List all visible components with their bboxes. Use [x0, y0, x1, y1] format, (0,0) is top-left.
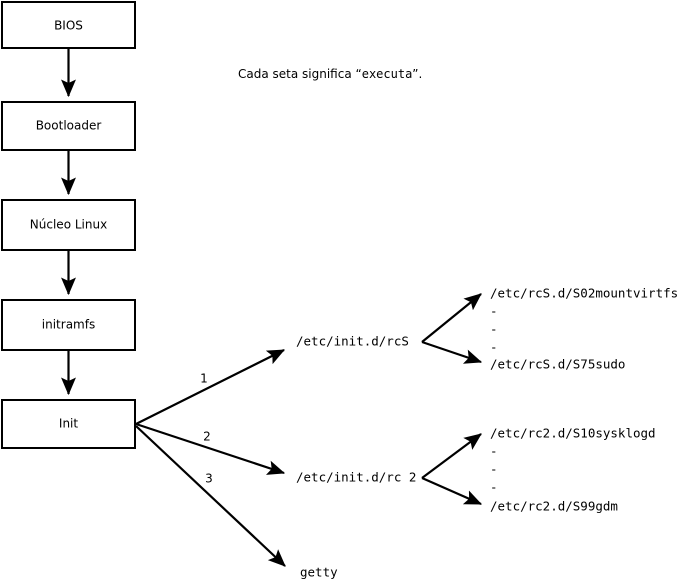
edge-number-1: 1 [200, 372, 208, 386]
arrow-rcs-to-first-script [421, 293, 482, 343]
arrow-rc2-to-last-script [421, 476, 483, 506]
edge-number-3: 3 [205, 472, 213, 486]
node-init-box [1, 399, 136, 449]
diagram-caption: Cada seta significa “executa”. [238, 67, 422, 81]
node-init[interactable]: Init [1, 399, 136, 449]
rcs-script-last[interactable]: /etc/rcS.d/S75sudo [490, 357, 625, 372]
rcs-ellipsis-dash: - [490, 340, 498, 355]
node-bootloader-label: Bootloader [36, 119, 102, 133]
node-initramfs-label: initramfs [42, 318, 95, 332]
node-rcs-label[interactable]: /etc/init.d/rcS [296, 334, 409, 349]
arrow-init-to-rcs [135, 349, 285, 425]
node-bios[interactable]: BIOS [1, 1, 136, 49]
rc2-ellipsis-dash: - [490, 480, 498, 495]
node-bootloader[interactable]: Bootloader [1, 101, 136, 151]
rcs-script-first[interactable]: /etc/rcS.d/S02mountvirtfs [490, 286, 678, 301]
edge-number-2: 2 [203, 430, 211, 444]
rc2-ellipsis-dash: - [490, 462, 498, 477]
node-kernel-label: Núcleo Linux [30, 218, 107, 232]
node-kernel[interactable]: Núcleo Linux [1, 199, 136, 251]
rc2-script-first[interactable]: /etc/rc2.d/S10sysklogd [490, 426, 656, 441]
arrow-init-to-rc2 [135, 422, 286, 475]
node-initramfs-box [1, 299, 136, 351]
node-bootloader-box [1, 101, 136, 151]
node-init-label: Init [59, 417, 78, 431]
caption-emphasis: executa [362, 67, 413, 81]
boot-chain-group: BIOS Bootloader Núcleo Linux initramfs I… [1, 1, 136, 449]
rc2-script-last[interactable]: /etc/rc2.d/S99gdm [490, 499, 618, 514]
node-getty-label[interactable]: getty [300, 565, 338, 580]
arrow-rc2-to-first-script [421, 433, 482, 479]
arrow-init-to-getty [135, 425, 286, 567]
caption-suffix: ”. [412, 67, 422, 81]
node-bios-label: BIOS [54, 19, 83, 33]
rc2-ellipsis-dash: - [490, 444, 498, 459]
rcs-scripts-group: /etc/rcS.d/S02mountvirtfs - - - /etc/rcS… [421, 286, 678, 372]
init-branches-group: 1 2 3 /etc/init.d/rcS /etc/init.d/rc 2 g… [135, 334, 416, 580]
node-initramfs[interactable]: initramfs [1, 299, 136, 351]
caption-prefix: Cada seta significa “ [238, 67, 362, 81]
rc2-scripts-group: /etc/rc2.d/S10sysklogd - - - /etc/rc2.d/… [421, 426, 656, 514]
rcs-ellipsis-dash: - [490, 322, 498, 337]
rcs-ellipsis-dash: - [490, 304, 498, 319]
arrow-rcs-to-last-script [421, 340, 483, 364]
node-bios-box [1, 1, 136, 49]
node-rc2-label[interactable]: /etc/init.d/rc 2 [296, 470, 416, 485]
